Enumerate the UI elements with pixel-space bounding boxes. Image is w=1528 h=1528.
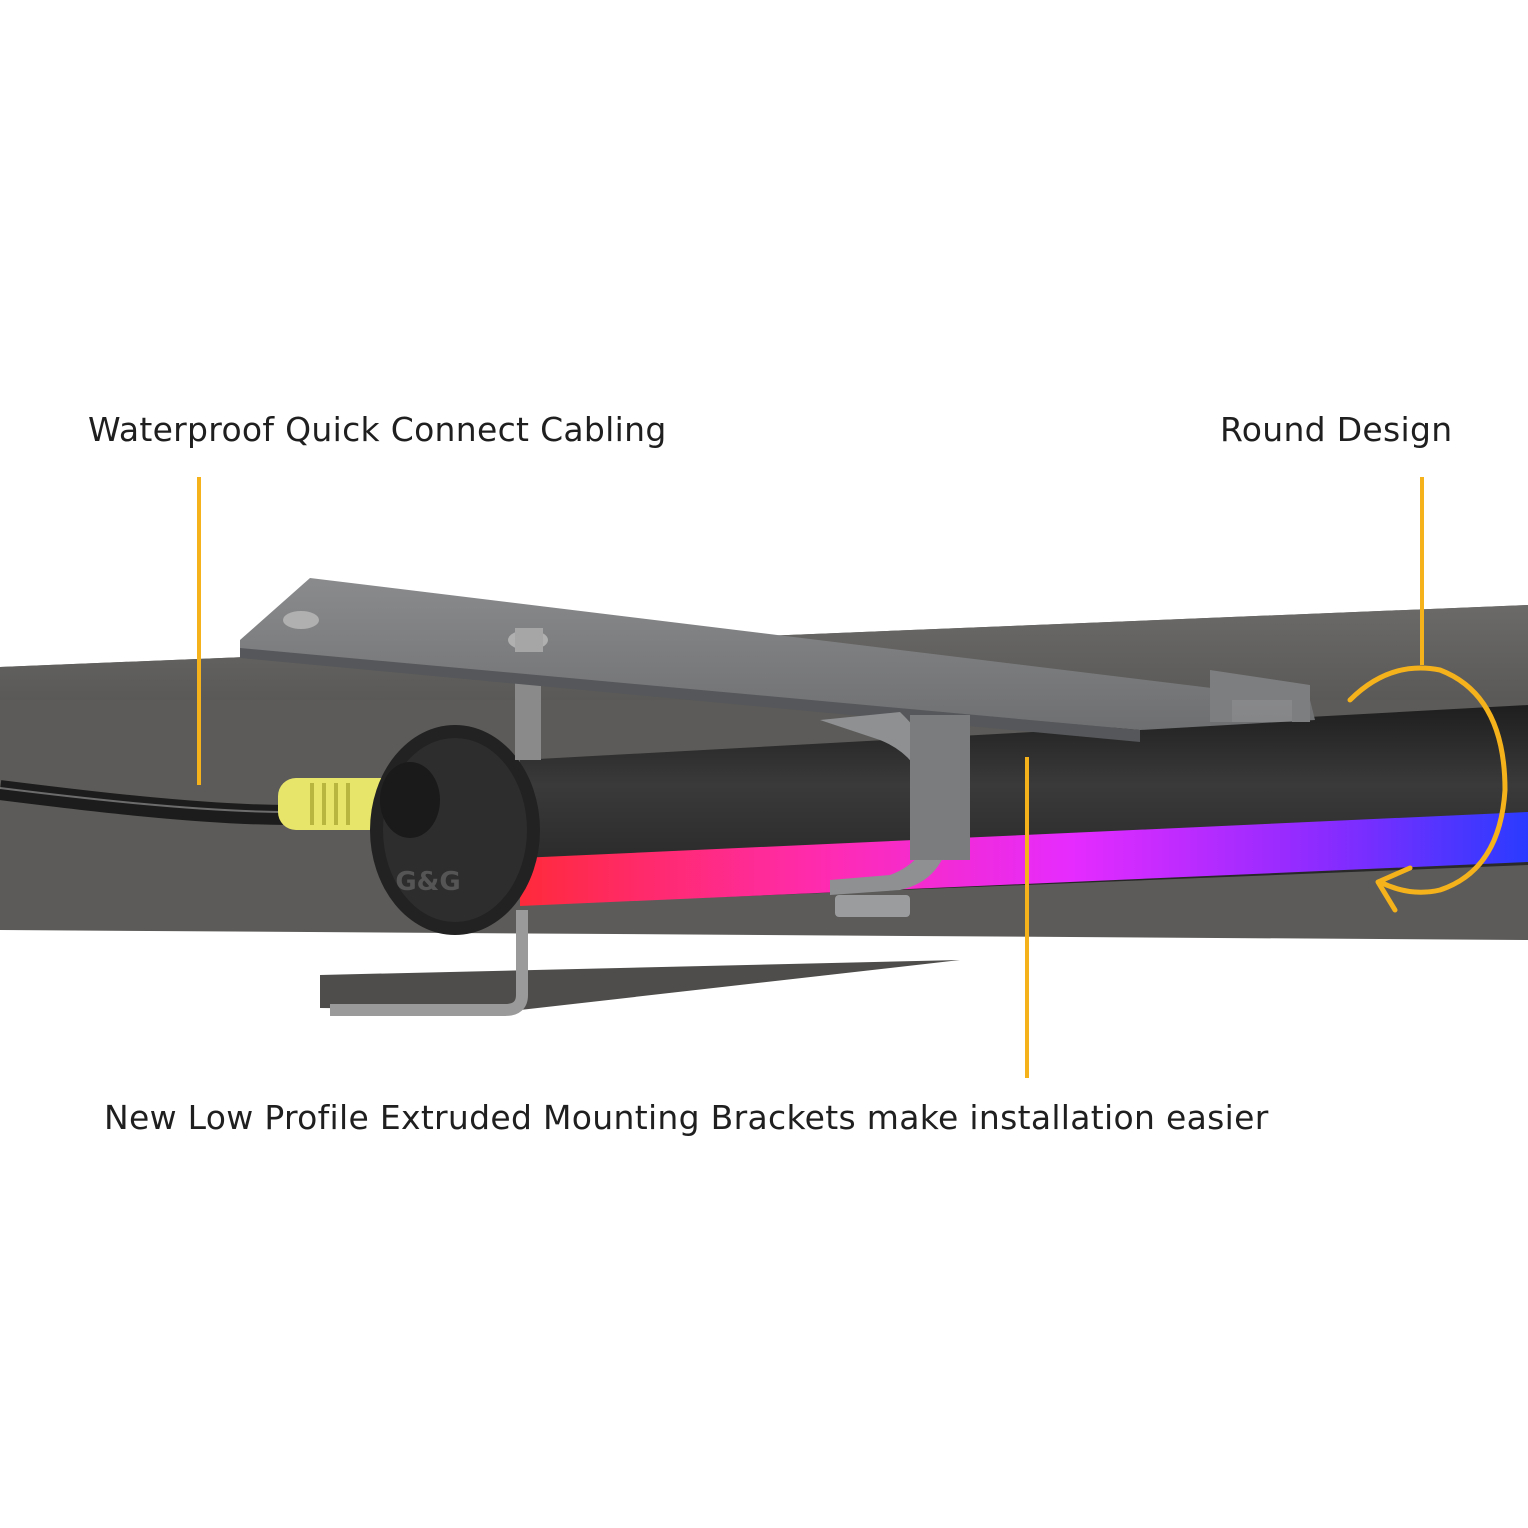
led-tube (520, 705, 1528, 906)
end-cap: G&G (370, 725, 540, 935)
led-strip (520, 812, 1528, 906)
callout-label-brackets: New Low Profile Extruded Mounting Bracke… (104, 1098, 1269, 1137)
rotation-arrow-icon (1347, 665, 1508, 913)
callout-label-cabling: Waterproof Quick Connect Cabling (88, 410, 667, 449)
brand-logo: G&G (395, 867, 460, 897)
callout-label-round-design: Round Design (1220, 410, 1453, 449)
quick-connect-cable (0, 778, 398, 830)
bolt-head (283, 611, 319, 629)
tube-clip (820, 712, 970, 917)
